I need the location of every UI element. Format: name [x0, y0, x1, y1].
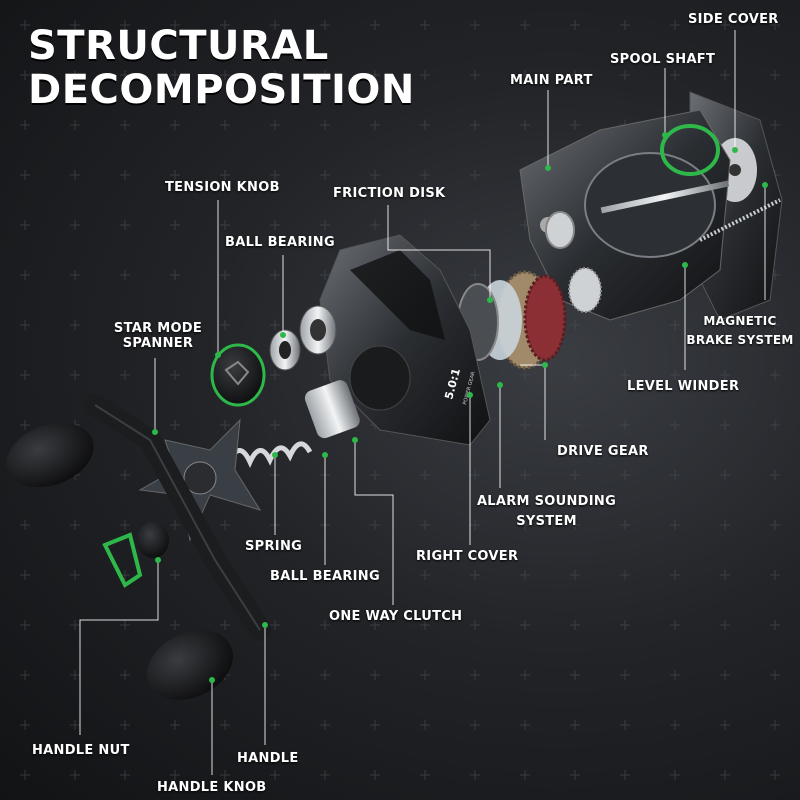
handle-part — [84, 394, 271, 641]
leader-dots — [152, 132, 768, 683]
ball-bearing-top-part — [269, 305, 337, 371]
label-handle-nut: HANDLE NUT — [32, 743, 130, 758]
label-handle-knob: HANDLE KNOB — [157, 780, 267, 795]
title-line-1: STRUCTURAL — [28, 23, 329, 69]
title-line-2: DECOMPOSITION — [28, 67, 415, 113]
label-side-cover: SIDE COVER — [688, 12, 779, 27]
label-drive-gear: DRIVE GEAR — [557, 444, 649, 459]
one-way-clutch-part — [304, 345, 411, 439]
leader-lines — [79, 30, 766, 775]
main-part-frame — [519, 109, 781, 321]
label-star-mode-spanner: STAR MODE SPANNER — [113, 321, 203, 351]
label-magnetic-brake: MAGNETIC BRAKE SYSTEM — [686, 312, 794, 350]
star-drag-part — [138, 418, 262, 542]
label-friction-disk: FRICTION DISK — [333, 186, 446, 201]
label-alarm-line2: SYSTEM — [516, 514, 577, 529]
label-level-winder: LEVEL WINDER — [627, 379, 740, 394]
label-spool-shaft: SPOOL SHAFT — [610, 52, 716, 67]
label-spring: SPRING — [245, 539, 303, 554]
handle-knob-part — [6, 422, 233, 700]
label-ball-bearing-bottom: BALL BEARING — [270, 569, 380, 584]
handle-nut-part — [102, 522, 169, 588]
label-ball-bearing-top: BALL BEARING — [225, 235, 335, 250]
label-right-cover: RIGHT COVER — [416, 549, 519, 564]
label-one-way-clutch: ONE WAY CLUTCH — [329, 609, 463, 624]
spring-part — [227, 441, 313, 469]
label-star-mode-spanner-line1: STAR MODE — [113, 321, 203, 336]
tension-knob-part — [210, 343, 266, 407]
label-magnetic-brake-line2: BRAKE SYSTEM — [686, 333, 794, 347]
label-alarm-line1: ALARM SOUNDING — [476, 494, 617, 509]
page-title: STRUCTURAL DECOMPOSITION — [28, 24, 415, 112]
label-alarm-sounding-system: ALARM SOUNDING SYSTEM — [474, 492, 619, 532]
label-star-mode-spanner-line2: SPANNER — [122, 336, 194, 351]
label-magnetic-brake-line1: MAGNETIC — [703, 314, 777, 328]
label-tension-knob: TENSION KNOB — [165, 180, 280, 195]
label-main-part: MAIN PART — [510, 73, 593, 88]
label-handle: HANDLE — [237, 751, 299, 766]
